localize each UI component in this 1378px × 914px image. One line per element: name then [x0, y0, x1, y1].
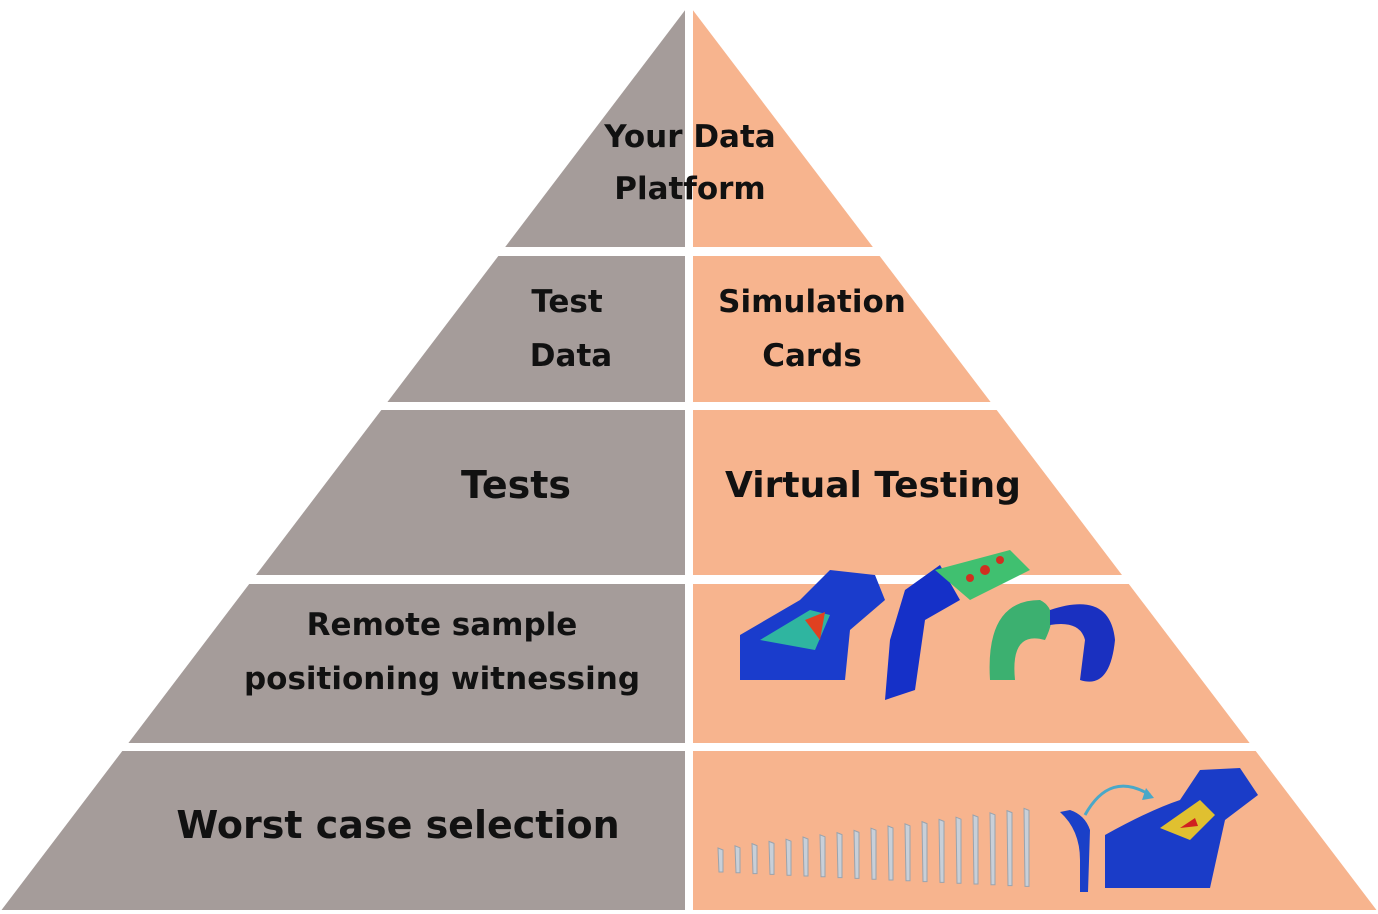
- implant-series-worst-case-fea: [717, 768, 1258, 892]
- implant-icon: [972, 814, 979, 885]
- level-divider: [0, 402, 1378, 410]
- simulation-cards-label-line-1: Simulation: [718, 284, 906, 320]
- level-1-label-line-1: Your Data: [604, 119, 776, 155]
- remote-sample-label-line-1: Remote sample: [306, 607, 578, 643]
- worst-case-selection-label: Worst case selection: [176, 803, 620, 847]
- level-divider: [0, 247, 1378, 256]
- test-data-label-line-1: Test: [531, 284, 603, 320]
- implant-icon: [819, 834, 826, 878]
- pyramid-right-half: [689, 5, 1378, 912]
- implant-icon: [904, 823, 911, 882]
- implant-icon: [887, 825, 894, 881]
- test-data-label-line-2: Data: [529, 338, 613, 374]
- implant-icon: [836, 831, 843, 879]
- implant-icon: [734, 845, 741, 874]
- tests-label: Tests: [460, 463, 572, 507]
- implant-icon: [955, 816, 962, 884]
- simulation-cards-label-line-2: Cards: [762, 338, 862, 374]
- vertical-divider: [685, 0, 693, 914]
- implant-icon: [870, 827, 877, 880]
- level-divider: [0, 743, 1378, 751]
- implant-icon: [989, 812, 996, 886]
- implant-icon: [938, 818, 945, 883]
- remote-sample-label-line-2: positioning witnessing: [243, 661, 641, 697]
- implant-icon: [768, 840, 775, 875]
- implant-icon: [785, 838, 792, 876]
- implant-icon: [1006, 809, 1013, 887]
- pyramid-left-half: [0, 5, 689, 912]
- implant-icon: [751, 842, 758, 875]
- fea-simulation-models: [740, 550, 1115, 700]
- level-divider: [0, 575, 1378, 584]
- virtual-testing-label: Virtual Testing: [725, 465, 1021, 506]
- implant-icon: [921, 820, 928, 883]
- level-1-label-line-2: Platform: [614, 171, 766, 207]
- implant-icon: [802, 836, 809, 877]
- implant-icon: [1023, 807, 1030, 887]
- implant-icon: [717, 847, 724, 873]
- implant-icon: [853, 829, 860, 879]
